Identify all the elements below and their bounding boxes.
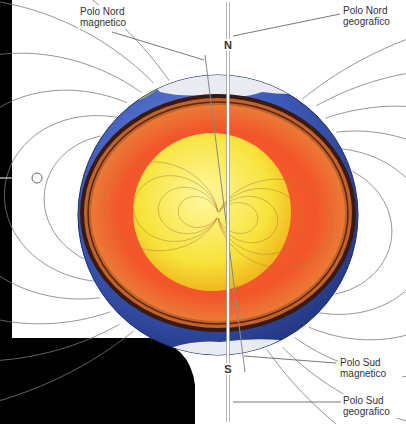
- marker-line: [0, 178, 32, 179]
- core-field-line: [178, 197, 217, 228]
- geographic-axis: [226, 2, 230, 422]
- black-corner: [0, 338, 195, 424]
- mantle: [91, 105, 345, 321]
- marker-dot: [32, 173, 42, 183]
- magnetic-axis: [205, 55, 245, 372]
- core-field-line: [104, 162, 218, 251]
- crust-layer: [84, 98, 352, 328]
- inner-field-lines: [104, 162, 332, 268]
- globe: [78, 75, 358, 355]
- pole-letter: S: [222, 363, 233, 375]
- pole-label: Polo Nord magnetico: [78, 5, 142, 29]
- leader-lines: [112, 14, 344, 402]
- pole-letter: N: [222, 39, 234, 51]
- core-field-line: [218, 179, 332, 268]
- crust: [80, 94, 356, 332]
- pole-label: Polo Sud geografico: [341, 394, 403, 418]
- core: [133, 133, 291, 291]
- pole-label: Polo Sud magnetico: [338, 356, 402, 380]
- pole-label: Polo Nord geografico: [341, 4, 403, 28]
